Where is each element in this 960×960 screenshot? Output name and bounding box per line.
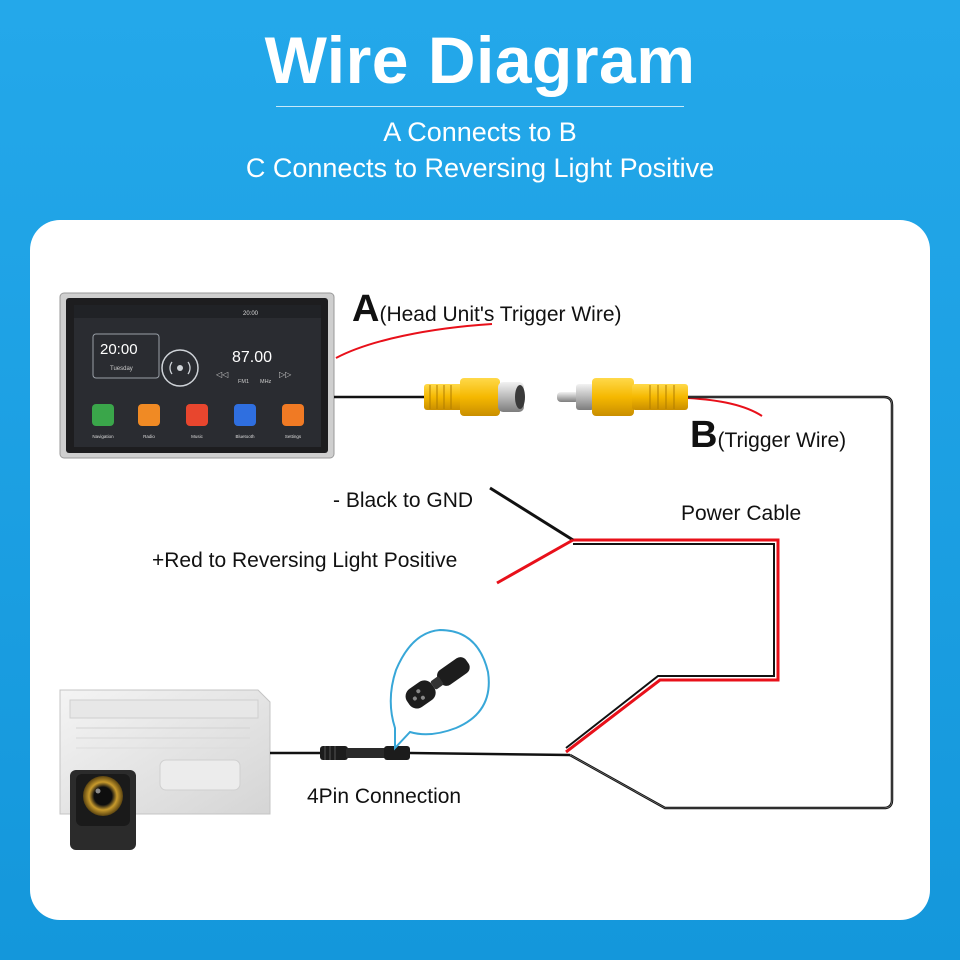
bluetooth-app-icon xyxy=(234,404,256,426)
label-red-positive: +Red to Reversing Light Positive xyxy=(152,549,458,572)
label-black-gnd: - Black to GND xyxy=(333,489,474,512)
app-label: Navigation xyxy=(92,434,114,439)
app-label: Radio xyxy=(143,434,155,439)
camera xyxy=(59,689,271,850)
label-power-cable: Power Cable xyxy=(681,502,802,525)
four-pin-connector xyxy=(320,746,410,760)
black-gnd-wire xyxy=(489,486,574,542)
red-positive-wire xyxy=(496,538,574,585)
title-divider xyxy=(276,106,684,107)
rca-male-connector xyxy=(557,378,763,417)
label-a: A(Head Unit's Trigger Wire) xyxy=(352,288,622,331)
radio-icon xyxy=(161,349,199,387)
page-title: Wire Diagram xyxy=(264,23,696,97)
four-pin-zoom-bubble xyxy=(389,628,490,751)
rca-female-connector xyxy=(424,378,525,416)
subtitle-line-2: C Connects to Reversing Light Positive xyxy=(245,153,715,183)
label-a-letter: A xyxy=(352,288,380,330)
day-text: Tuesday xyxy=(110,366,133,372)
video-cable xyxy=(569,395,894,810)
music-app-icon xyxy=(186,404,208,426)
subtitle-line-1: A Connects to B xyxy=(383,117,577,147)
app-label: Bluetooth xyxy=(235,434,255,439)
band-mhz: MHz xyxy=(260,379,272,385)
clock-text: 20:00 xyxy=(100,341,138,358)
svg-text:▷▷: ▷▷ xyxy=(279,370,292,379)
status-time: 20:00 xyxy=(243,311,259,317)
label-four-pin: 4Pin Connection xyxy=(307,785,462,808)
settings-app-icon xyxy=(282,404,304,426)
app-label: Settings xyxy=(285,434,302,439)
app-label: Music xyxy=(191,434,204,439)
label-b-letter: B xyxy=(690,414,718,456)
frequency-text: 87.00 xyxy=(232,349,272,366)
svg-text:◁◁: ◁◁ xyxy=(216,370,229,379)
power-cable xyxy=(489,486,780,754)
radio-app-icon xyxy=(138,404,160,426)
label-a-text: (Head Unit's Trigger Wire) xyxy=(379,303,622,326)
label-b-text: (Trigger Wire) xyxy=(717,429,847,452)
head-unit: 20:00 20:00 Tuesday 87.00 FM1 MHz ◁◁ ▷▷ … xyxy=(59,292,493,459)
band-fm: FM1 xyxy=(238,379,249,385)
navigation-app-icon xyxy=(92,404,114,426)
label-b: B(Trigger Wire) xyxy=(690,414,846,457)
